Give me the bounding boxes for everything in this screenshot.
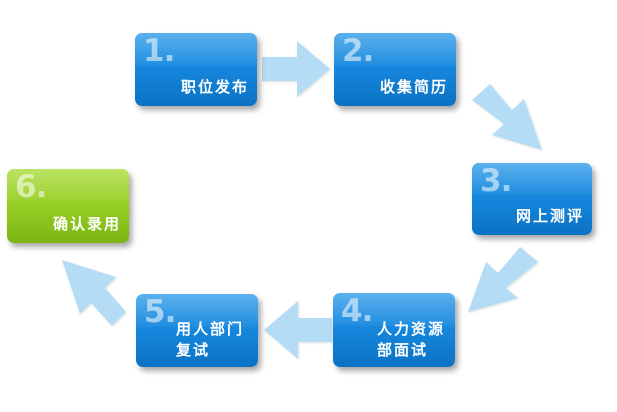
- step-2-number: 2.: [342, 33, 374, 69]
- step-4-card: 4. 人力资源 部面试: [333, 293, 455, 367]
- step-3-card: 3. 网上测评: [472, 163, 592, 235]
- step-2-card: 2. 收集简历: [334, 33, 456, 106]
- step-3-label-line: 网上测评: [515, 207, 584, 225]
- arrow-step5-to-step6: [62, 260, 126, 326]
- step-5-label-line: 用人部门: [175, 320, 244, 338]
- step-6-label: 确认录用: [53, 214, 121, 235]
- step-6-card: 6. 确认录用: [7, 169, 129, 243]
- step-1-label: 职位发布: [181, 77, 249, 98]
- step-5-number: 5.: [144, 294, 176, 330]
- step-5-card: 5. 用人部门 复试: [136, 294, 258, 367]
- step-1-number: 1.: [143, 33, 175, 69]
- step-1-label-line: 职位发布: [180, 78, 249, 96]
- arrow-step1-to-step2: [262, 41, 330, 97]
- step-2-label-line: 收集简历: [379, 78, 448, 96]
- step-4-label: 人力资源 部面试: [377, 319, 445, 361]
- step-3-number: 3.: [480, 163, 512, 199]
- step-4-label-line: 部面试: [376, 341, 428, 359]
- step-6-number: 6.: [15, 169, 47, 205]
- step-1-card: 1. 职位发布: [135, 33, 257, 106]
- arrow-step2-to-step3: [472, 84, 542, 150]
- step-2-label: 收集简历: [380, 77, 448, 98]
- arrow-step3-to-step4: [468, 247, 538, 312]
- step-6-label-line: 确认录用: [52, 215, 121, 233]
- step-4-label-line: 人力资源: [376, 320, 445, 338]
- step-5-label-line: 复试: [175, 341, 210, 359]
- step-4-number: 4.: [341, 293, 373, 329]
- arrow-step4-to-step5: [264, 301, 332, 359]
- step-3-label: 网上测评: [516, 206, 584, 227]
- step-5-label: 用人部门 复试: [176, 319, 244, 361]
